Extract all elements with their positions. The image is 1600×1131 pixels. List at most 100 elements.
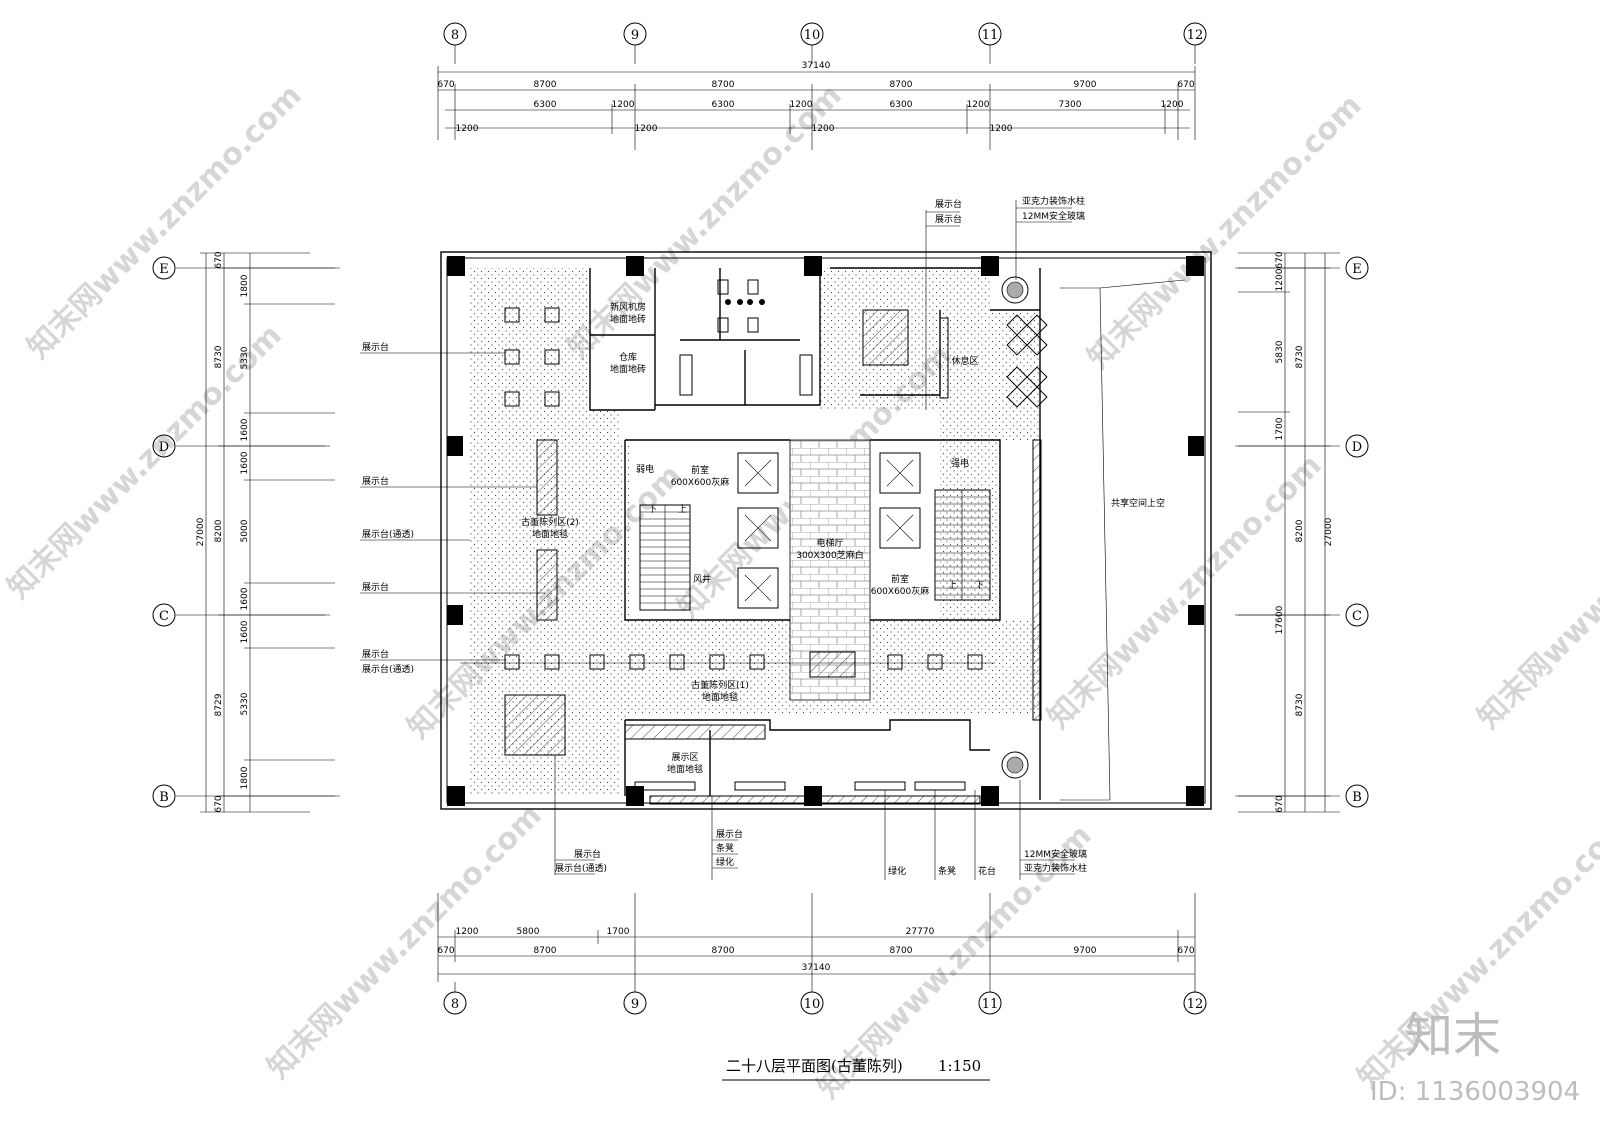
dim-value: 1200 [1275,268,1285,291]
drawing-title-block: 二十八层平面图(古董陈列) 1:150 [722,1057,990,1081]
watermark-text: 知末网www.znzmo.com [561,78,849,366]
dim-value: 8700 [712,80,735,90]
display-stand [504,654,520,670]
dim-value: 1600 [240,587,250,610]
dim-value: 1600 [240,451,250,474]
display-stands-row [504,654,983,670]
dim-value: 5330 [240,346,250,369]
room-labels: 新风机房 地面地砖 仓库 地面地砖 前室 600X600灰麻 前室 600X60… [521,301,984,775]
grid-bubble-label: 12 [1187,28,1204,43]
dim-value: 9700 [1074,946,1097,956]
grid-bubble [1345,784,1369,808]
dim-value: 670 [1177,946,1194,956]
callout-greenery: 绿化 [716,856,734,868]
grid-stubs [176,267,1340,797]
acrylic-water-columns [1001,276,1029,779]
label-fresh-air-floor: 地面地砖 [610,313,646,325]
display-stand [629,654,645,670]
lounge-chairs [1006,314,1048,408]
dim-value: 8729 [214,693,224,716]
label-antique-area-2: 古董陈列区(2) [521,516,579,528]
label-antique-area-1: 古董陈列区(1) [691,679,749,691]
watermark-text: 知末网www.znzmo.com [1081,88,1369,376]
dim-value: 5830 [1275,340,1285,363]
grid-bubble-label: C [159,609,169,624]
dim-value: 8730 [214,345,224,368]
callout-display-stand: 展示台 [362,341,389,353]
left-callouts: 展示台 展示台 展示台(通透) 展示台 展示台 展示台(通透) [360,341,545,675]
dim-value: 8700 [712,946,735,956]
label-stair-down: 下 [648,505,657,515]
dim-value: 670 [437,80,454,90]
grid-bubble-label: 10 [804,28,821,43]
label-stair-up: 上 [678,504,687,515]
grid-bubble [1345,434,1369,458]
label-shaft: 风井 [693,573,711,585]
dim-left-total: 27000 [196,517,206,546]
dim-value: 670 [1275,251,1285,268]
callout-bench: 条凳 [938,865,956,877]
dim-value: 8730 [1295,345,1305,368]
label-storage-floor: 地面地砖 [610,363,646,375]
dim-value: 1200 [967,100,990,110]
dim-value: 670 [1177,80,1194,90]
dim-value: 8700 [534,946,557,956]
dim-value: 670 [214,251,224,268]
dim-value: 670 [214,795,224,812]
watermark-text: 知末网www.znzmo.com [1471,448,1600,736]
callout-display-stand: 展示台 [716,828,743,840]
label-storage: 仓库 [619,351,637,363]
display-stand [887,654,903,670]
planter-benches [624,724,981,805]
grid-bubble [152,434,176,458]
grid-bubble-label: 8 [451,997,459,1012]
grid-bubble-label: 10 [804,997,821,1012]
dim-value: 1200 [1161,100,1184,110]
dim-value: 8200 [1295,519,1305,542]
display-stand [927,654,943,670]
grid-bubble-label: 8 [451,28,459,43]
display-stand [749,654,765,670]
dim-bottom-total: 37140 [802,963,831,973]
grid-bubble-label: 11 [982,28,999,43]
callout-acrylic-water-column: 亚克力装饰水柱 [1024,862,1087,874]
grid-bubble-label: B [159,790,169,805]
dim-value: 1200 [635,124,658,134]
display-stand [967,654,983,670]
dim-value: 1700 [1275,417,1285,440]
label-lobby-left: 前室 [691,464,709,476]
callout-display-stand: 展示台 [574,848,601,860]
dim-value: 6300 [534,100,557,110]
label-display-area: 展示区 [671,752,698,763]
grid-bubble-label: C [1352,609,1362,624]
label-elevator-hall-tile: 300X300芝麻白 [796,549,864,561]
dim-value: 1200 [990,124,1013,134]
stair-treads [640,496,990,604]
label-antique-area-2-floor: 地面地毯 [532,528,568,540]
label-stair-up-right: 上 [948,580,957,591]
display-stands-grid [460,307,1042,756]
dim-value: 5800 [517,927,540,937]
dim-value: 27770 [906,927,935,937]
label-lobby-right-tile: 600X600灰麻 [871,585,930,597]
grid-bubble-label: E [159,262,169,277]
watermark-text: 知末网www.znzmo.com [1041,448,1329,736]
dim-value: 1800 [240,766,250,789]
atrium-label: 共享空间上空 [1111,497,1165,509]
watermark-text: 知末网www.znzmo.com [261,798,549,1086]
label-elec-right: 强电 [951,457,969,469]
grid-bubble-label: D [159,440,169,455]
dim-value: 1600 [240,620,250,643]
label-lounge: 休息区 [951,355,978,367]
elevators [737,452,921,609]
